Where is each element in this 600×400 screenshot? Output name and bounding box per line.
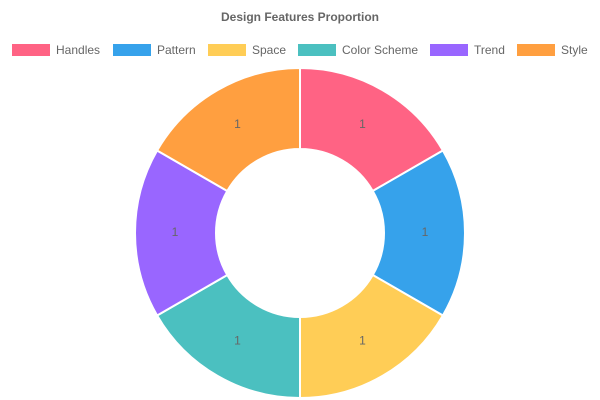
legend-swatch xyxy=(12,44,50,56)
slice-handles[interactable] xyxy=(299,66,445,193)
legend-swatch xyxy=(298,44,336,56)
legend-item-color-scheme[interactable]: Color Scheme xyxy=(298,41,418,59)
legend-label: Trend xyxy=(474,43,505,57)
legend-item-space[interactable]: Space xyxy=(208,41,286,59)
slice-value-label-trend: 1 xyxy=(172,225,179,239)
legend-item-handles[interactable]: Handles xyxy=(12,41,100,59)
legend-item-trend[interactable]: Trend xyxy=(430,41,505,59)
slice-trend[interactable] xyxy=(134,149,229,317)
legend-swatch xyxy=(113,44,151,56)
slice-value-label-pattern: 1 xyxy=(422,225,429,239)
chart-legend: Handles Pattern Space Color Scheme Trend… xyxy=(0,41,600,59)
legend-swatch xyxy=(208,44,246,56)
slice-value-label-space: 1 xyxy=(359,333,366,347)
legend-swatch xyxy=(430,44,468,56)
legend-item-style[interactable]: Style xyxy=(517,41,588,59)
chart-title: Design Features Proportion xyxy=(220,10,380,24)
legend-swatch xyxy=(517,44,555,56)
slice-value-label-color-scheme: 1 xyxy=(234,333,241,347)
slice-value-label-style: 1 xyxy=(234,117,241,131)
legend-label: Handles xyxy=(56,43,101,57)
legend-label: Style xyxy=(561,43,588,57)
slice-color-scheme[interactable] xyxy=(155,273,301,400)
slice-pattern[interactable] xyxy=(371,149,466,317)
legend-label: Pattern xyxy=(157,43,196,57)
legend-label: Color Scheme xyxy=(342,43,419,57)
slice-space[interactable] xyxy=(299,273,445,400)
legend-label: Space xyxy=(252,43,287,57)
slice-style[interactable] xyxy=(155,66,301,193)
legend-item-pattern[interactable]: Pattern xyxy=(113,41,196,59)
slice-value-label-handles: 1 xyxy=(359,117,366,131)
